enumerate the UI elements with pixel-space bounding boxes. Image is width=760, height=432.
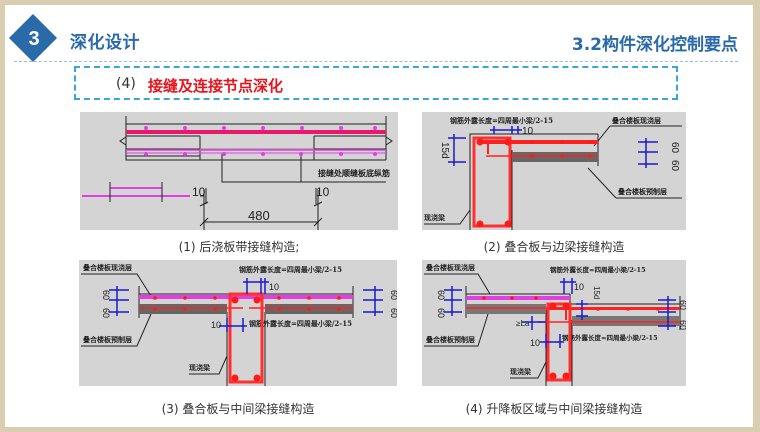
fig1-dim-right: 10 (316, 185, 330, 199)
fig2-dim-15d: 15d (439, 142, 450, 159)
callout-title: 接缝及连接节点深化 (148, 77, 284, 95)
fig4-dim-60-r1: 60 (678, 300, 686, 310)
subsection-title: 3.2构件深化控制要点 (571, 35, 738, 55)
figure-4-caption: (4) 升降板区域与中间梁接缝构造 (465, 402, 643, 416)
fig3-cast-layer-rebar (139, 295, 353, 299)
fig2-label-rebar-length: 钢筋外露长度=四周最小梁/2-15 (450, 116, 553, 125)
fig2-beam-stirrup (472, 136, 512, 228)
rebar-dots (144, 126, 377, 156)
fig3-label-beam: 现浇梁 (189, 363, 211, 372)
figure-1-caption: (1) 后浇板带接缝构造; (178, 240, 300, 254)
figure-4-drawing: 叠合楼板现浇层 叠合楼板预制层 钢筋外露长度=四周最小梁/2-15 钢筋外露长度… (424, 263, 686, 386)
fig2-precast-slab (512, 152, 598, 162)
fig2-dim-10: 10 (522, 126, 534, 137)
top-rebar-band (126, 130, 386, 134)
fig4-dim-60-r2: 60 (678, 320, 686, 330)
callout-number: (4) (116, 76, 136, 92)
fig3-label-rebar-length-top: 钢筋外露长度=四周最小梁/2-15 (239, 265, 342, 274)
fig4-label-rebar-length-bottom: 钢筋外露长度=四周最小梁/2-15 (562, 333, 658, 342)
fig3-dim-10-bottom: 10 (211, 320, 221, 330)
figure-3-drawing: 叠合楼板现浇层 叠合楼板预制层 钢筋外露长度=四周最小梁/2-15 钢筋外露长度… (81, 263, 397, 386)
fig1-label-bottom-rebar: 接缝处顺缝板底纵筋 (318, 168, 390, 178)
fig4-label-rebar-length-top: 钢筋外露长度=四周最小梁/2-15 (550, 265, 646, 274)
fig1-dim-left: 10 (192, 185, 206, 199)
fig3-label-rebar-length-bottom: 钢筋外露长度=四周最小梁/2-15 (249, 319, 352, 328)
fig4-dim-60-l1: 60 (436, 290, 446, 300)
figure-2-caption: (2) 叠合板与边梁接缝构造 (483, 240, 625, 254)
section-title: 深化设计 (70, 33, 140, 53)
fig1-dim-width: 480 (248, 208, 270, 223)
fig3-dim-60-r2: 60 (389, 308, 397, 318)
fig2-dim-60-top: 60 (669, 142, 680, 154)
fig2-label-cast-layer: 叠合楼板现浇层 (612, 116, 661, 125)
fig3-beam-stirrup (228, 292, 264, 384)
fig4-dim-10-top: 10 (574, 282, 584, 292)
fig4-dim-15d: 15d (592, 286, 601, 299)
figure-1-drawing: 接缝处顺缝板底纵筋 10 10 480 (82, 116, 393, 230)
fig4-label-cast-layer: 叠合楼板现浇层 (426, 263, 475, 272)
figure-3-middle-beam: 叠合楼板现浇层 叠合楼板预制层 钢筋外露长度=四周最小梁/2-15 钢筋外露长度… (79, 260, 397, 386)
callout-box: (4) 接缝及连接节点深化 (74, 66, 678, 100)
figure-2-drawing: 钢筋外露长度=四周最小梁/2-15 叠合楼板现浇层 叠合楼板预制层 现浇梁 (424, 116, 682, 230)
figure-2-edge-beam: 钢筋外露长度=四周最小梁/2-15 叠合楼板现浇层 叠合楼板预制层 现浇梁 (422, 112, 686, 230)
fig3-dim-60-l2: 60 (101, 308, 111, 318)
fig3-label-cast-layer: 叠合楼板现浇层 (83, 263, 132, 272)
fig3-dim-10-top: 10 (269, 282, 279, 292)
figure-4-drop-slab-middle-beam: 叠合楼板现浇层 叠合楼板预制层 钢筋外露长度=四周最小梁/2-15 钢筋外露长度… (422, 260, 686, 386)
fig4-dim-60-l2: 60 (436, 308, 446, 318)
fig2-label-precast-layer: 叠合楼板预制层 (618, 187, 667, 196)
fig3-label-precast-layer: 叠合楼板预制层 (83, 335, 132, 344)
figure-1-post-cast-strip: 接缝处顺缝板底纵筋 10 10 480 (80, 112, 398, 230)
fig4-dim-10-bottom: 10 (530, 338, 540, 348)
section-number: 3 (28, 28, 40, 50)
fig4-label-beam: 现浇梁 (510, 367, 532, 376)
fig4-dim-la: ≥La (516, 319, 530, 328)
fig2-label-beam: 现浇梁 (424, 213, 446, 222)
fig3-dim-60-l1: 60 (101, 290, 111, 300)
fig4-label-precast-layer: 叠合楼板预制层 (426, 335, 475, 344)
fig3-dim-60-r1: 60 (389, 290, 397, 300)
fig2-dim-60-bottom: 60 (669, 160, 680, 172)
header-divider (14, 61, 738, 62)
figure-3-caption: (3) 叠合板与中间梁接缝构造 (161, 402, 315, 416)
fig4-precast-slab (572, 316, 680, 326)
